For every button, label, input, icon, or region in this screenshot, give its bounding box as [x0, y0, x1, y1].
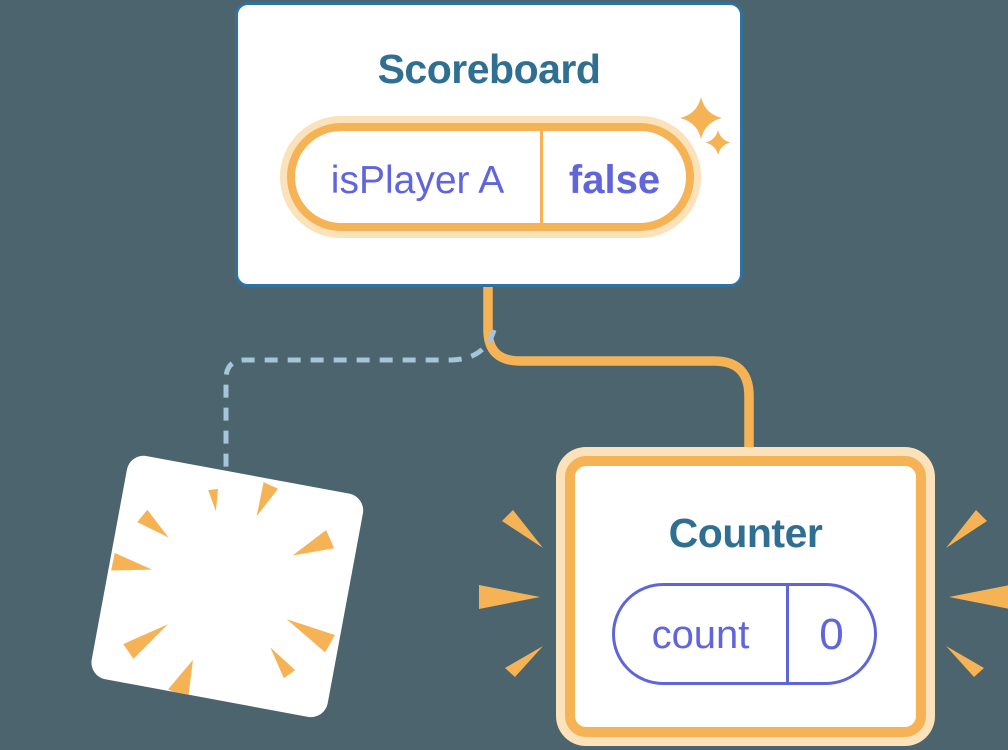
poof-burst-ray [270, 647, 296, 679]
scoreboard-state-pill: isPlayer A false [287, 123, 694, 231]
removed-branch-dashed-line [223, 329, 497, 469]
poof-burst-ray [208, 488, 219, 512]
poof-burst-ray [123, 624, 168, 659]
poof-burst-ray [111, 552, 153, 571]
poof-burst-ray [137, 509, 169, 538]
emphasis-burst-icon [479, 510, 543, 677]
destroyed-component-card [88, 453, 366, 720]
state-key-label: isPlayer A [330, 158, 505, 202]
counter-component-card: Counter count 0 [556, 447, 935, 746]
scoreboard-component-card: Scoreboard isPlayer A false [235, 2, 743, 287]
counter-title: Counter [668, 510, 823, 556]
scoreboard-title: Scoreboard [377, 46, 601, 92]
poof-burst-icon [111, 482, 335, 699]
state-value-label: 0 [819, 610, 844, 659]
counter-state-pill: count 0 [612, 583, 877, 685]
state-pill-divider [786, 586, 789, 682]
poof-burst-ray [168, 659, 193, 699]
state-key-label: count [651, 612, 750, 657]
poof-burst-ray [286, 619, 335, 653]
poof-burst-ray [256, 482, 279, 517]
state-value-label: false [568, 158, 661, 202]
poof-burst-ray [292, 530, 335, 556]
sparkle-icon [680, 97, 731, 155]
emphasis-burst-icon [946, 510, 1008, 677]
state-pill-divider [540, 131, 543, 223]
parent-child-connector-line [483, 283, 754, 452]
